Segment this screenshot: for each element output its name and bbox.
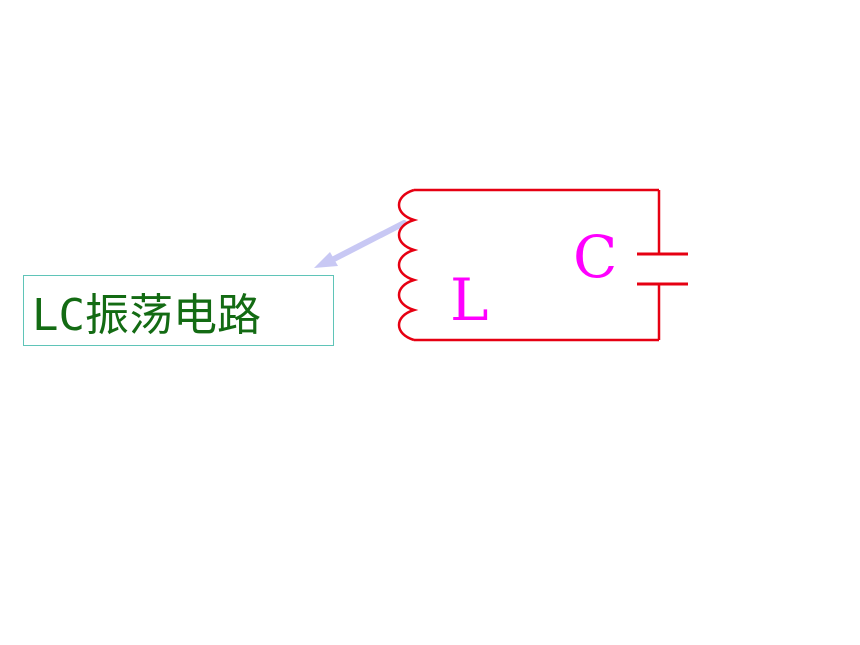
caption-text: LC振荡电路 — [32, 289, 261, 341]
pointer-arrow — [314, 220, 407, 268]
capacitor-label: C — [573, 223, 617, 291]
inductor-coil — [397, 188, 419, 342]
capacitor-symbol — [637, 252, 688, 286]
caption-box: LC振荡电路 — [23, 275, 334, 346]
inductor-label: L — [450, 266, 489, 334]
circuit-wires — [414, 188, 661, 342]
